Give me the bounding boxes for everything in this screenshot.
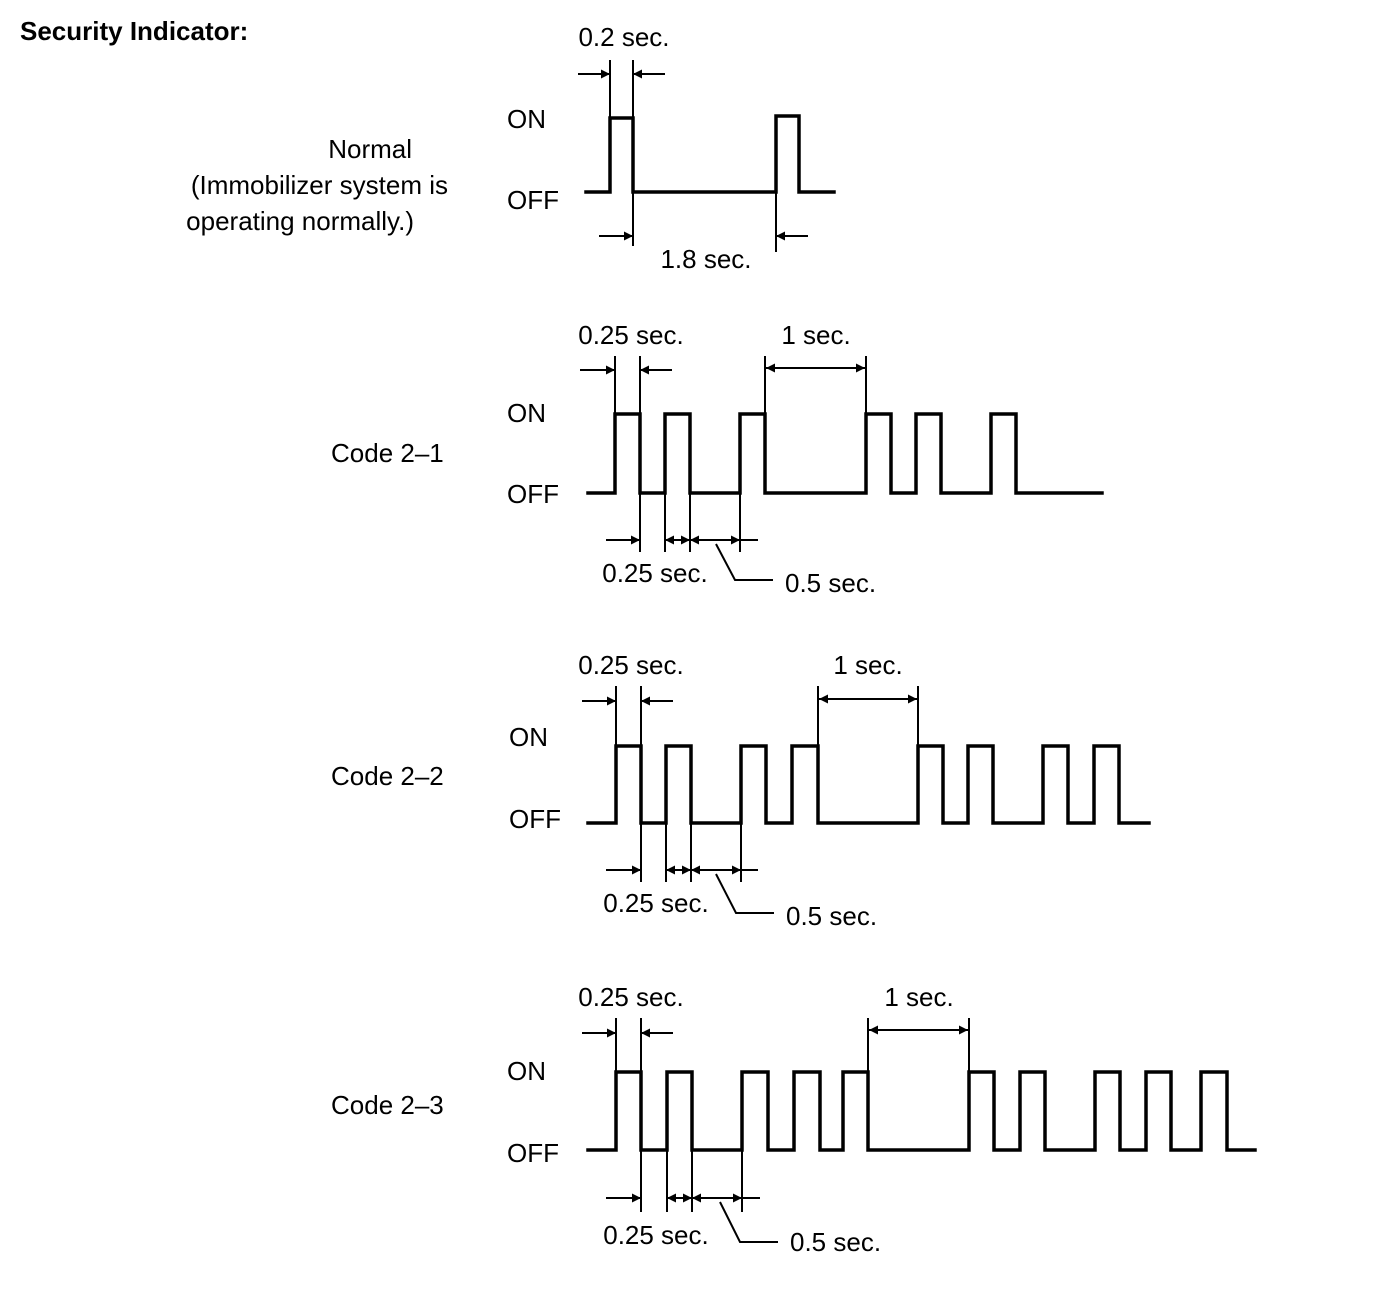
code-2-2-waveform xyxy=(586,744,1151,825)
code-2-3-leader-line xyxy=(719,1201,778,1243)
code-2-1-section: Code 2–1 ON OFF 0.25 sec. 1 sec. 0.25 se… xyxy=(331,320,1104,598)
code-2-3-section: Code 2–3 ON OFF 0.25 sec. 1 sec. 0.25 se… xyxy=(331,982,1257,1257)
code-2-2-long-interval-label: 0.5 sec. xyxy=(786,901,877,931)
normal-off-label: OFF xyxy=(507,185,559,215)
code-2-1-gap-label: 1 sec. xyxy=(781,320,850,350)
normal-waveform xyxy=(584,114,836,194)
code-2-2-off-label: OFF xyxy=(509,804,561,834)
code-2-2-on-label: ON xyxy=(509,722,548,752)
code-2-2-gap-label: 1 sec. xyxy=(833,650,902,680)
code-2-1-long-interval-label: 0.5 sec. xyxy=(785,568,876,598)
normal-label-line-1: Normal xyxy=(328,134,412,164)
code-2-2-section: Code 2–2 ON OFF 0.25 sec. 1 sec. 0.25 se… xyxy=(331,650,1151,931)
code-2-3-pulse-width-label: 0.25 sec. xyxy=(578,982,684,1012)
code-2-1-pulse-width-label: 0.25 sec. xyxy=(578,320,684,350)
code-2-2-label: Code 2–2 xyxy=(331,761,444,791)
normal-section: Normal (Immobilizer system is operating … xyxy=(186,22,836,274)
code-2-3-label: Code 2–3 xyxy=(331,1090,444,1120)
normal-pulse-width-label: 0.2 sec. xyxy=(578,22,669,52)
code-2-1-short-interval-label: 0.25 sec. xyxy=(602,558,708,588)
code-2-3-off-label: OFF xyxy=(507,1138,559,1168)
code-2-1-waveform xyxy=(586,412,1104,495)
code-2-2-leader-line xyxy=(715,873,774,914)
normal-label-line-2: (Immobilizer system is xyxy=(191,170,448,200)
code-2-1-on-label: ON xyxy=(507,398,546,428)
normal-on-label: ON xyxy=(507,104,546,134)
code-2-2-short-interval-label: 0.25 sec. xyxy=(603,888,709,918)
normal-label-line-3: operating normally.) xyxy=(186,206,414,236)
code-2-3-short-interval-label: 0.25 sec. xyxy=(603,1220,709,1250)
normal-period-label: 1.8 sec. xyxy=(660,244,751,274)
code-2-1-label: Code 2–1 xyxy=(331,438,444,468)
code-2-3-waveform xyxy=(586,1070,1257,1152)
code-2-1-off-label: OFF xyxy=(507,479,559,509)
diagram-heading: Security Indicator: xyxy=(20,16,248,46)
code-2-3-on-label: ON xyxy=(507,1056,546,1086)
code-2-3-long-interval-label: 0.5 sec. xyxy=(790,1227,881,1257)
code-2-1-leader-line xyxy=(715,543,773,581)
code-2-2-pulse-width-label: 0.25 sec. xyxy=(578,650,684,680)
code-2-3-gap-label: 1 sec. xyxy=(884,982,953,1012)
